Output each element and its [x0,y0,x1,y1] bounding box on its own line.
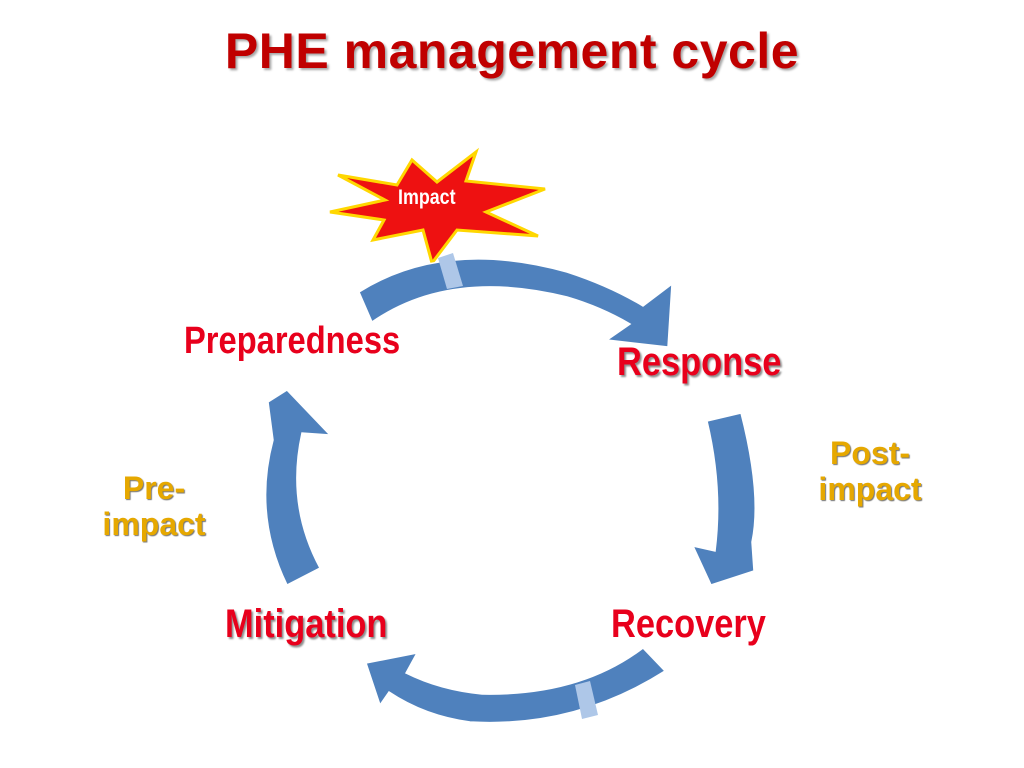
arrow-segment-divider [575,681,598,719]
phase-post-impact-line2: impact [818,471,922,507]
phase-pre-impact: Pre- impact [84,470,224,542]
arrow-segment-divider [438,253,463,289]
arrow-response-to-recovery [691,412,756,586]
stage-response: Response [617,340,782,384]
arrow-recovery-to-mitigation [365,646,667,724]
arrow-mitigation-to-preparedness [264,389,332,587]
arrow-preparedness-to-response [358,258,673,348]
phase-post-impact: Post- impact [800,435,940,507]
phase-pre-impact-line1: Pre- [122,470,186,506]
phase-pre-impact-line2: impact [102,506,206,542]
phase-post-impact-line1: Post- [830,435,910,471]
impact-starburst-icon [329,147,546,267]
stage-preparedness: Preparedness [184,320,401,362]
impact-label: Impact [398,186,456,209]
stage-recovery: Recovery [611,602,766,646]
page-title: PHE management cycle [224,23,800,79]
stage-mitigation: Mitigation [225,602,388,646]
